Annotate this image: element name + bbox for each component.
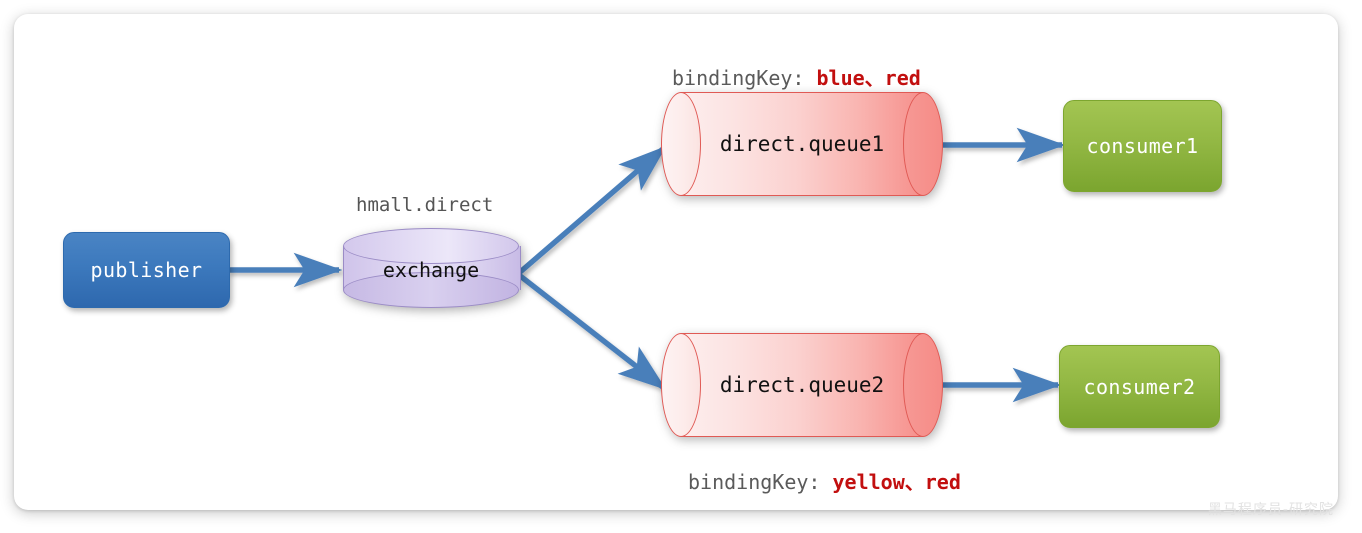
publisher-label: publisher [90, 258, 203, 282]
consumer2-label: consumer2 [1083, 374, 1196, 399]
queue2-label: direct.queue2 [719, 373, 885, 397]
node-queue1[interactable]: direct.queue1 [661, 92, 943, 196]
watermark: 黑马程序员-研究院 [1207, 502, 1334, 518]
binding-key-queue1: bindingKey: blue、red [672, 62, 921, 91]
queue1-label: direct.queue1 [719, 132, 885, 156]
queue2-cylinder-end [903, 333, 943, 437]
exchange-cylinder-bottom [343, 272, 519, 308]
binding-key-queue2-values: yellow、red [832, 470, 961, 494]
binding-key-queue1-prefix: bindingKey: [672, 66, 817, 90]
exchange-caption: hmall.direct [356, 194, 494, 216]
consumer1-label: consumer1 [1086, 134, 1199, 158]
node-publisher[interactable]: publisher [63, 232, 230, 308]
queue1-cylinder-body [681, 92, 923, 196]
exchange-label: exchange [382, 258, 480, 282]
queue2-cylinder-body [681, 333, 923, 437]
queue1-cylinder-left [661, 92, 701, 196]
node-consumer2[interactable]: consumer2 [1059, 345, 1220, 428]
binding-key-queue1-values: blue、red [816, 66, 921, 90]
binding-key-queue2-prefix: bindingKey: [688, 470, 833, 494]
binding-key-queue2: bindingKey: yellow、red [688, 466, 961, 495]
node-exchange[interactable]: exchange [343, 228, 521, 310]
node-queue2[interactable]: direct.queue2 [661, 333, 943, 437]
exchange-cylinder-top [343, 228, 519, 264]
node-consumer1[interactable]: consumer1 [1063, 100, 1222, 192]
queue1-cylinder-end [903, 92, 943, 196]
